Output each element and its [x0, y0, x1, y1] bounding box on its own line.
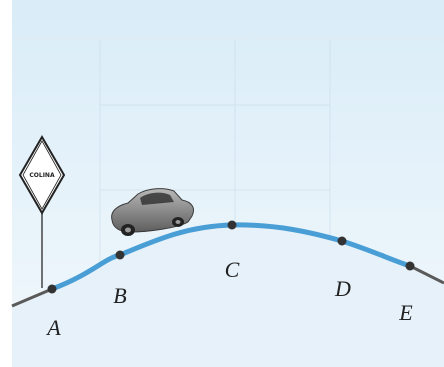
sign-label: COLINA [29, 172, 55, 179]
road-sign-icon: COLINA [18, 135, 66, 288]
point-b [115, 250, 125, 260]
point-label-b: B [113, 283, 126, 308]
point-markers [47, 220, 415, 294]
road-right [409, 264, 444, 285]
point-label-e: E [398, 300, 413, 325]
point-labels: A B C D E [45, 257, 413, 340]
point-e [405, 261, 415, 271]
point-a [47, 284, 57, 294]
hill-fill [12, 224, 444, 367]
point-label-c: C [225, 257, 240, 282]
point-label-d: D [334, 276, 351, 301]
point-label-a: A [45, 315, 61, 340]
car-icon [111, 188, 195, 236]
point-d [337, 236, 347, 246]
road-left [11, 287, 53, 308]
point-c [227, 220, 237, 230]
